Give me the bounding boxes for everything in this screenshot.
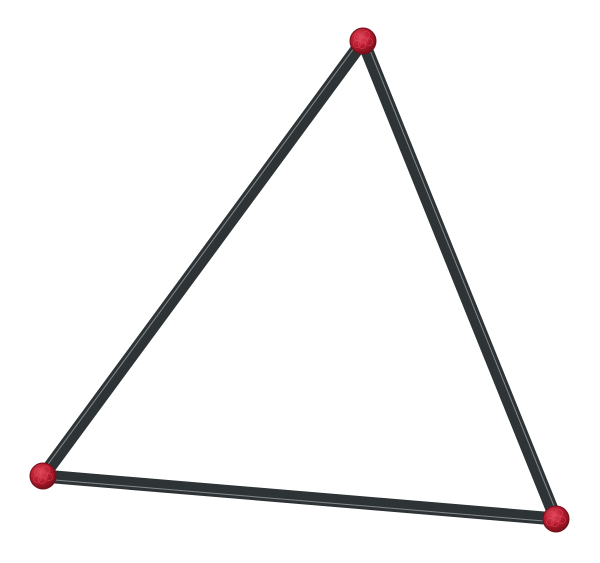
vertex-top-joint-icon	[349, 27, 377, 55]
triangle-bottom-edge-highlight	[42, 478, 556, 523]
vertex-left-joint-icon	[29, 462, 57, 490]
triangle-left-edge-highlight	[40, 38, 361, 475]
triangle-bottom-edge	[36, 469, 563, 526]
triangle-right-edge-highlight	[365, 39, 560, 519]
triangle-edges	[36, 34, 563, 526]
vertex-right-joint-icon	[542, 505, 570, 533]
triangle-right-edge	[356, 34, 563, 526]
triangle-left-edge	[36, 34, 370, 483]
triangle-joints	[29, 27, 570, 533]
